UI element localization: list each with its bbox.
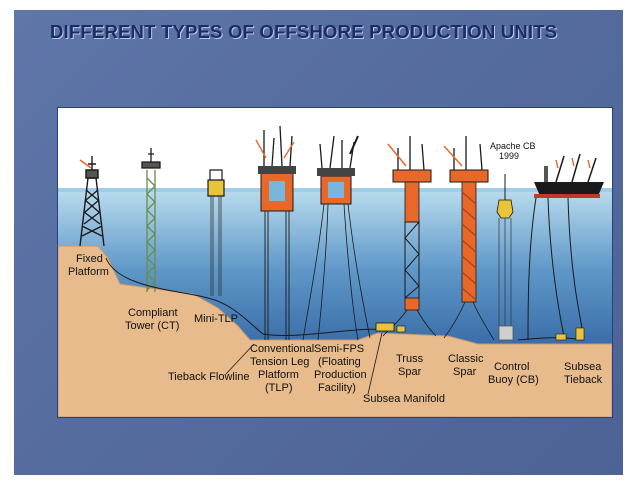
semi-fps-label-2: (Floating [318,356,361,368]
fixed-platform-label-2: Platform [68,266,109,278]
control-buoy-label-2: Buoy (CB) [488,374,539,386]
mini-tlp-structure [207,169,225,296]
classic-spar-label-1: Classic [448,353,484,365]
offshore-units-diagram: Apache CB 1999 Fixed Platform Compliant … [58,108,612,417]
mini-tlp-label: Mini-TLP [194,313,238,325]
conventional-tlp-label-3: Platform [258,369,299,381]
truss-spar-label-1: Truss [396,353,424,365]
classic-spar-label-2: Spar [453,366,477,378]
conventional-tlp-label-1: Conventional [250,343,314,355]
control-buoy-label-1: Control [494,361,529,373]
compliant-tower-label-2: Tower (CT) [125,320,179,332]
conventional-tlp-label-4: (TLP) [265,382,293,394]
subsea-tieback-label-1: Subsea [564,361,602,373]
semi-fps-structure [302,135,371,341]
seabed [58,245,612,417]
semi-fps-label-4: Facility) [318,382,356,394]
subsea-manifold-leader [367,332,383,395]
slide-title: DIFFERENT TYPES OF OFFSHORE PRODUCTION U… [50,21,558,42]
truss-spar-label-2: Spar [398,366,422,378]
compliant-tower-structure [141,148,161,292]
fixed-platform-structure [79,156,105,247]
fpso-ship [534,153,604,198]
semi-fps-label-3: Production [314,369,367,381]
compliant-tower-label-1: Compliant [128,307,178,319]
tieback-flowline-label: Tieback Flowline [168,371,250,383]
truss-spar-structure [382,136,437,337]
conventional-tlp-label-2: Tension Leg [250,356,309,368]
subsea-manifold-label: Subsea Manifold [363,393,445,405]
subsea-tieback-icon [555,327,585,341]
conventional-tlp-structure [255,125,296,340]
subsea-tieback-label-2: Tieback [564,374,603,386]
semi-fps-label-1: Semi-FPS [314,343,364,355]
slide-background: DIFFERENT TYPES OF OFFSHORE PRODUCTION U… [14,10,623,475]
apache-cb-label-2: 1999 [499,151,519,161]
classic-spar-structure [443,136,495,341]
subsea-manifold-icon [375,322,406,333]
fixed-platform-label-1: Fixed [76,253,103,265]
apache-cb-label-1: Apache CB [490,141,536,151]
control-buoy-structure [496,174,514,341]
tieback-flowline-leader [225,343,255,375]
diagram-frame: Apache CB 1999 Fixed Platform Compliant … [57,107,613,418]
subsea-lines [105,197,585,341]
